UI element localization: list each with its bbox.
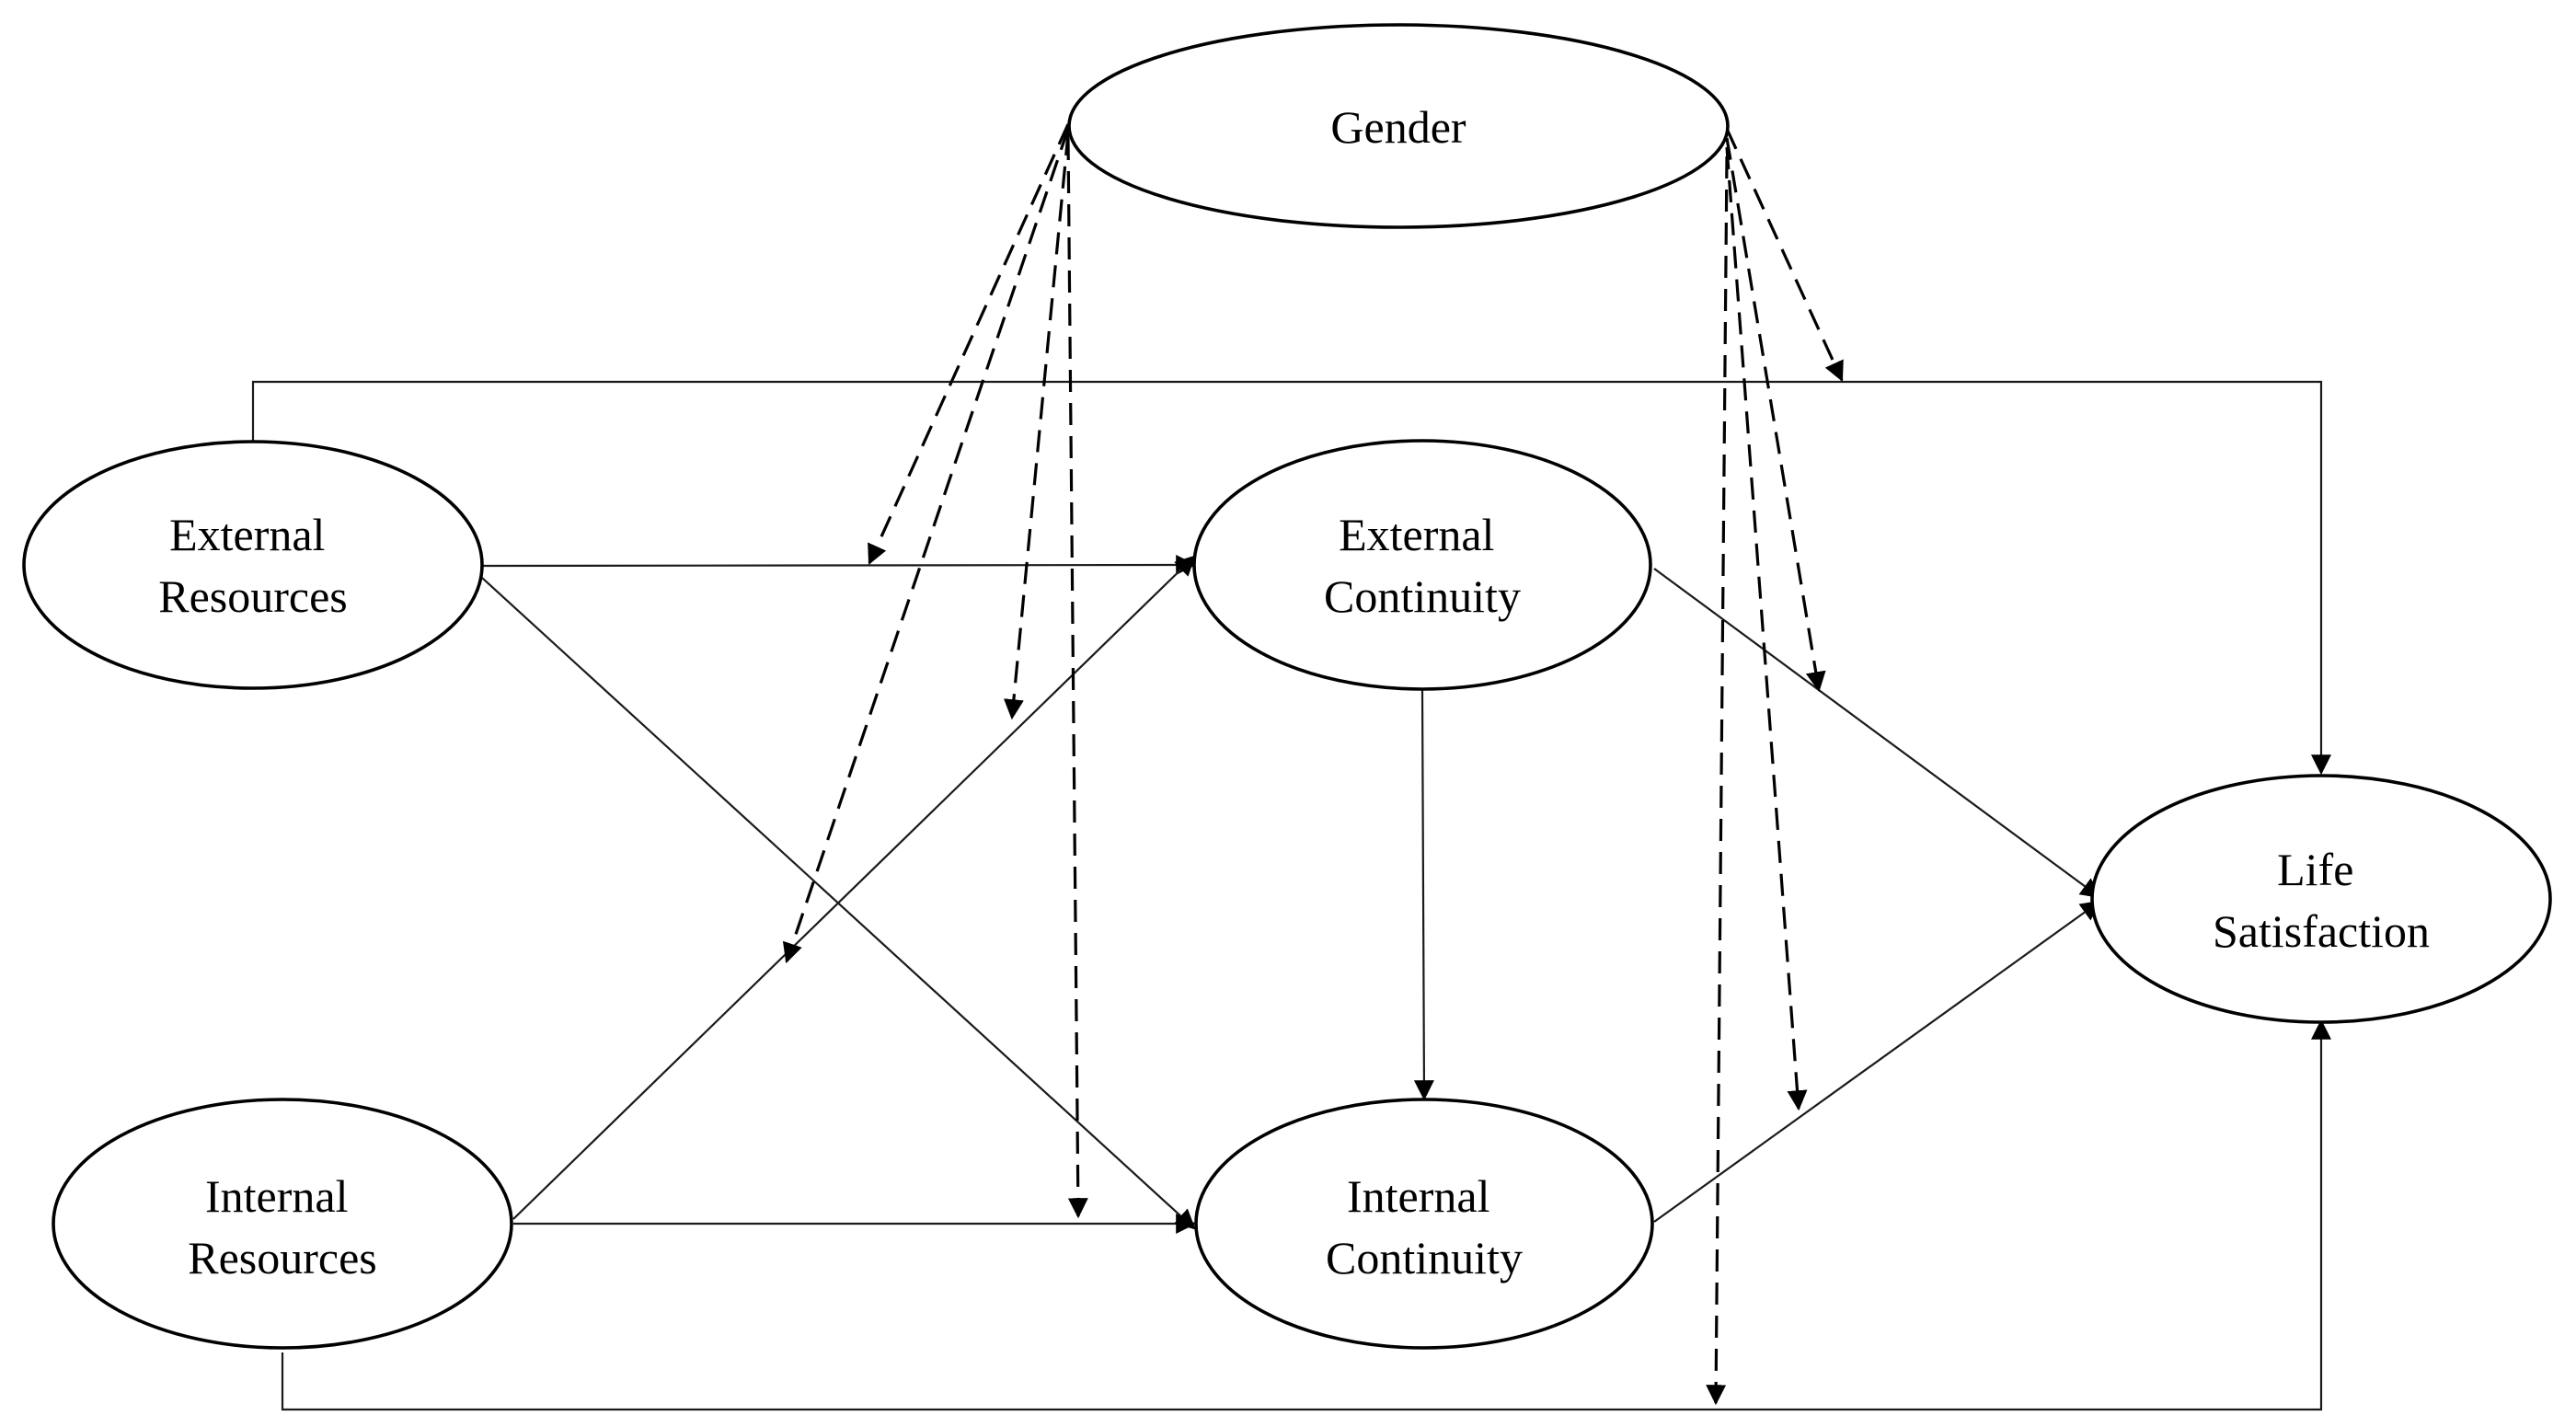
internal-continuity-label-line-1: Internal xyxy=(1347,1170,1489,1222)
moderation-to-er-ls xyxy=(1725,128,1844,383)
moderation-to-ec-ls xyxy=(1725,137,1826,693)
solid-paths xyxy=(251,380,2331,1411)
moderation-to-ic-ls xyxy=(1725,146,1808,1111)
internal-resources-label: Internal Resources xyxy=(188,1170,377,1283)
moderation-to-ir-ls xyxy=(1706,155,1729,1406)
life-satisfaction-label-line-2: Satisfaction xyxy=(2213,905,2430,957)
life-satisfaction-ellipse xyxy=(2090,774,2552,1024)
external-continuity-label: External Continuity xyxy=(1324,509,1521,622)
gender-ellipse xyxy=(1067,23,1730,229)
external-continuity-label-line-2: Continuity xyxy=(1324,570,1521,622)
moderation-to-ir-ic xyxy=(1066,137,1088,1219)
gender-label: Gender xyxy=(1330,101,1466,153)
node-life-satisfaction: Life Satisfaction xyxy=(2090,774,2552,1024)
internal-continuity-label-line-2: Continuity xyxy=(1326,1232,1523,1283)
external-resources-label: External Resources xyxy=(158,509,348,622)
path-external-continuity-to-life-satisfaction xyxy=(1653,568,2101,899)
node-external-resources: External Resources xyxy=(22,440,484,690)
external-continuity-label-line-1: External xyxy=(1339,509,1494,560)
node-internal-resources: Internal Resources xyxy=(52,1098,513,1350)
path-internal-continuity-to-life-satisfaction xyxy=(1653,900,2101,1223)
internal-resources-label-line-2: Resources xyxy=(188,1232,377,1283)
external-resources-label-line-2: Resources xyxy=(158,570,348,622)
moderation-to-ir-ec xyxy=(782,128,1070,964)
internal-resources-label-line-1: Internal xyxy=(205,1170,348,1222)
path-internal-resources-to-external-continuity xyxy=(512,555,1196,1220)
life-satisfaction-label: Life Satisfaction xyxy=(2213,844,2430,957)
node-external-continuity: External Continuity xyxy=(1192,439,1652,691)
path-external-resources-to-life-satisfaction xyxy=(251,380,2331,776)
internal-resources-ellipse xyxy=(52,1098,513,1350)
internal-continuity-ellipse xyxy=(1194,1098,1654,1350)
internal-continuity-label: Internal Continuity xyxy=(1326,1170,1523,1283)
moderation-to-er-ic xyxy=(1003,132,1070,720)
external-resources-label-line-1: External xyxy=(169,509,325,560)
moderation-to-er-ec xyxy=(868,123,1070,566)
external-continuity-ellipse xyxy=(1192,439,1652,691)
gender-label-line-1: Gender xyxy=(1330,101,1466,153)
node-internal-continuity: Internal Continuity xyxy=(1194,1098,1654,1350)
external-resources-ellipse xyxy=(22,440,484,690)
moderation-paths xyxy=(782,123,1844,1406)
path-internal-resources-to-life-satisfaction xyxy=(281,1018,2331,1411)
path-external-resources-to-external-continuity xyxy=(481,555,1197,576)
node-gender: Gender xyxy=(1067,23,1730,229)
path-external-continuity-to-internal-continuity xyxy=(1413,689,1434,1101)
life-satisfaction-label-line-1: Life xyxy=(2277,844,2353,895)
